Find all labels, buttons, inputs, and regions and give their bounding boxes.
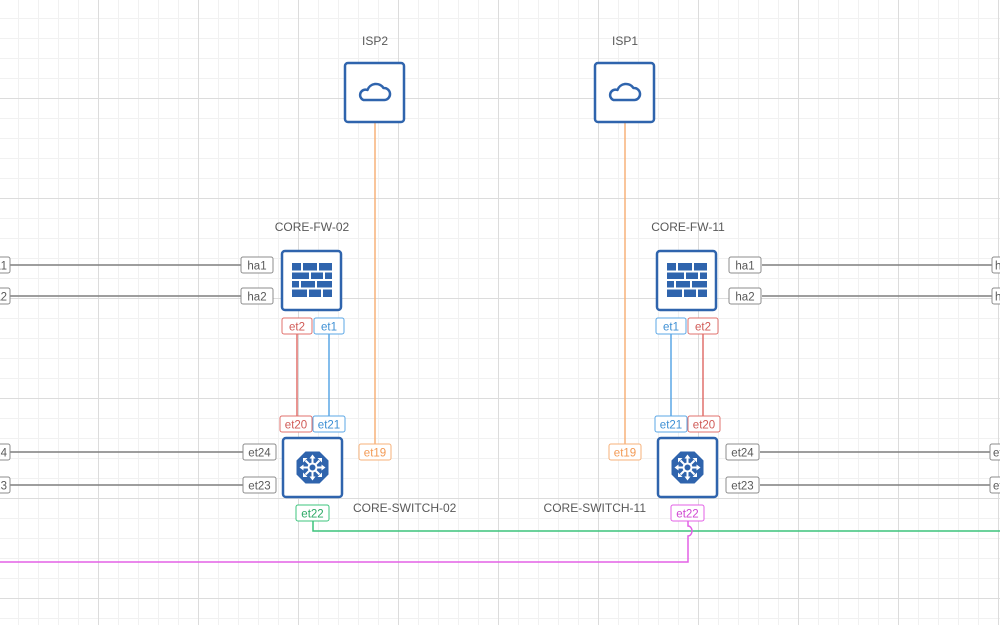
- port-label: et23: [0, 481, 7, 493]
- links: [0, 122, 1000, 563]
- port-sw11-et23[interactable]: et23: [725, 476, 760, 494]
- fw02-title: CORE-FW-02: [275, 220, 350, 234]
- cloud-icon: [358, 82, 392, 102]
- port-label: ha2: [0, 292, 7, 304]
- port-label: et20: [693, 420, 715, 432]
- cloud-icon: [608, 82, 642, 102]
- switch-icon: [296, 451, 329, 484]
- port-label: et23: [248, 481, 270, 493]
- isp1-device-box[interactable]: [593, 61, 656, 124]
- firewall-icon: [667, 263, 707, 297]
- port-label: et19: [364, 448, 386, 460]
- port-label: et2: [289, 322, 305, 334]
- port-label: et23: [731, 481, 753, 493]
- port-sw11-et19[interactable]: et19: [608, 443, 642, 461]
- isp2-node[interactable]: ISP2: [343, 34, 406, 124]
- port-label: et24: [0, 448, 8, 460]
- sw11-title: CORE-SWITCH-11: [544, 501, 647, 515]
- port-label: et21: [318, 420, 340, 432]
- port-sw11-et24[interactable]: et24: [725, 443, 760, 461]
- port-fw02-ha2[interactable]: ha2: [240, 287, 274, 305]
- sw02-title: CORE-SWITCH-02: [353, 501, 457, 515]
- port-fw02-ha1[interactable]: ha1: [240, 256, 274, 274]
- port-right-edge-et24[interactable]: et24: [989, 443, 1000, 461]
- isp1-title: ISP1: [612, 34, 638, 48]
- port-label: ha1: [995, 261, 1000, 273]
- port-label: et20: [285, 420, 307, 432]
- port-fw11-et2[interactable]: et2: [687, 317, 719, 335]
- port-label: et24: [248, 448, 271, 460]
- port-right-edge-et23[interactable]: et23: [989, 476, 1000, 494]
- port-left-edge-et23[interactable]: et23: [0, 476, 11, 494]
- port-fw11-et1[interactable]: et1: [655, 317, 687, 335]
- port-label: et24: [731, 448, 754, 460]
- port-fw11-ha1[interactable]: ha1: [728, 256, 762, 274]
- port-sw11-et20[interactable]: et20: [687, 415, 721, 433]
- link-sw02-et22-right[interactable]: [312, 521, 1000, 532]
- port-right-edge-ha2[interactable]: ha2: [991, 287, 1000, 305]
- port-label: ha1: [247, 261, 266, 273]
- fw02-node[interactable]: CORE-FW-02: [275, 220, 350, 312]
- sw02-node[interactable]: CORE-SWITCH-02: [281, 436, 457, 515]
- port-label: et22: [301, 509, 323, 521]
- port-label: et21: [660, 420, 682, 432]
- port-sw02-et19[interactable]: et19: [358, 443, 392, 461]
- port-label: et2: [695, 322, 711, 334]
- port-sw11-et21[interactable]: et21: [654, 415, 688, 433]
- fw11-node[interactable]: CORE-FW-11: [651, 220, 725, 312]
- port-label: et22: [676, 509, 698, 521]
- port-label: ha1: [735, 261, 754, 273]
- port-label: et1: [663, 322, 679, 334]
- port-label: et1: [321, 322, 337, 334]
- port-left-edge-ha2[interactable]: ha2: [0, 287, 11, 305]
- port-sw11-et22[interactable]: et22: [670, 504, 705, 522]
- port-left-edge-ha1[interactable]: ha1: [0, 256, 11, 274]
- port-fw02-et2[interactable]: et2: [281, 317, 313, 335]
- firewall-icon: [292, 263, 332, 297]
- link-isp2-sw02-et19[interactable]: [362, 122, 376, 453]
- isp2-title: ISP2: [362, 34, 388, 48]
- isp2-device-box[interactable]: [343, 61, 406, 124]
- link-sw11-et22-left[interactable]: [0, 521, 693, 563]
- port-fw02-et1[interactable]: et1: [313, 317, 345, 335]
- port-sw02-et23[interactable]: et23: [242, 476, 277, 494]
- port-sw02-et20[interactable]: et20: [279, 415, 313, 433]
- port-label: ha2: [995, 292, 1000, 304]
- port-label: ha1: [0, 261, 7, 273]
- port-label: et24: [993, 448, 1000, 460]
- edge-port-labels: ha1 ha2 et24 et23 ha1 ha2 et24 et: [0, 256, 1000, 494]
- fw11-title: CORE-FW-11: [651, 220, 725, 234]
- port-label: ha2: [735, 292, 754, 304]
- port-sw02-et21[interactable]: et21: [312, 415, 346, 433]
- port-right-edge-ha1[interactable]: ha1: [991, 256, 1000, 274]
- port-sw02-et24[interactable]: et24: [242, 443, 277, 461]
- port-label: et23: [993, 481, 1000, 493]
- port-label: et19: [614, 448, 636, 460]
- switch-icon: [671, 451, 704, 484]
- port-fw11-ha2[interactable]: ha2: [728, 287, 762, 305]
- port-left-edge-et24[interactable]: et24: [0, 443, 11, 461]
- sw11-node[interactable]: CORE-SWITCH-11: [544, 436, 719, 515]
- link-isp1-sw11-et19[interactable]: [624, 122, 640, 453]
- port-labels: ha1 ha2 et2 et1 et1 et2 ha1 ha2: [240, 256, 762, 522]
- port-sw02-et22[interactable]: et22: [295, 504, 330, 522]
- port-label: ha2: [247, 292, 266, 304]
- isp1-node[interactable]: ISP1: [593, 34, 656, 124]
